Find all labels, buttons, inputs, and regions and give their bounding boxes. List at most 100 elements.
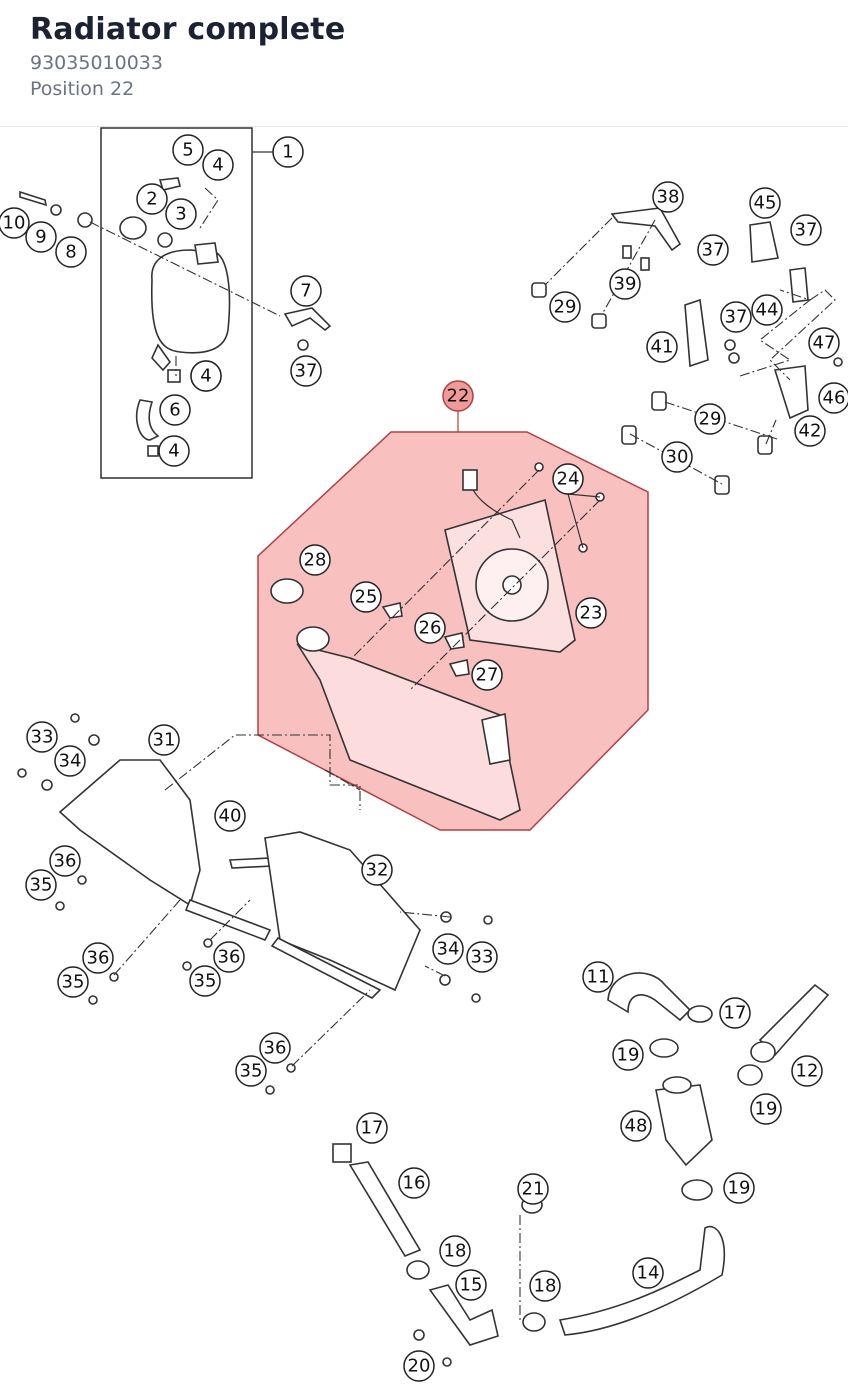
callout-circle[interactable] xyxy=(575,597,607,629)
callout-circle[interactable] xyxy=(158,435,190,467)
callout-circle[interactable] xyxy=(165,198,197,230)
callout-circle[interactable] xyxy=(159,394,191,426)
callout-circle[interactable] xyxy=(350,581,382,613)
callout-34[interactable]: 34 xyxy=(432,933,464,965)
callout-circle[interactable] xyxy=(818,382,848,414)
callout-22-highlight[interactable] xyxy=(442,380,474,412)
callout-34[interactable]: 34 xyxy=(54,745,86,777)
callout-9[interactable]: 9 xyxy=(25,221,57,253)
callout-circle[interactable] xyxy=(661,441,693,473)
callout-18[interactable]: 18 xyxy=(439,1235,471,1267)
callout-circle[interactable] xyxy=(439,1235,471,1267)
callout-16[interactable]: 16 xyxy=(398,1167,430,1199)
callout-4[interactable]: 4 xyxy=(202,149,234,181)
callout-31[interactable]: 31 xyxy=(148,724,180,756)
callout-32[interactable]: 32 xyxy=(361,854,393,886)
callout-circle[interactable] xyxy=(750,1093,782,1125)
callout-19[interactable]: 19 xyxy=(750,1093,782,1125)
callout-circle[interactable] xyxy=(82,942,114,974)
callout-24[interactable]: 24 xyxy=(552,463,584,495)
callout-circle[interactable] xyxy=(517,1173,549,1205)
callout-circle[interactable] xyxy=(791,1055,823,1087)
callout-14[interactable]: 14 xyxy=(632,1257,664,1289)
callout-8[interactable]: 8 xyxy=(55,236,87,268)
callout-19[interactable]: 19 xyxy=(612,1039,644,1071)
callout-circle[interactable] xyxy=(235,1055,267,1087)
callout-37[interactable]: 37 xyxy=(290,355,322,387)
callout-18[interactable]: 18 xyxy=(529,1270,561,1302)
callout-circle[interactable] xyxy=(646,331,678,363)
callout-circle[interactable] xyxy=(552,463,584,495)
callout-circle[interactable] xyxy=(272,136,304,168)
callout-circle[interactable] xyxy=(455,1269,487,1301)
callout-circle[interactable] xyxy=(0,207,30,239)
callout-circle[interactable] xyxy=(26,721,58,753)
callout-44[interactable]: 44 xyxy=(751,294,783,326)
callout-circle[interactable] xyxy=(25,221,57,253)
callout-circle[interactable] xyxy=(290,275,322,307)
callout-circle[interactable] xyxy=(720,301,752,333)
callout-35[interactable]: 35 xyxy=(235,1055,267,1087)
callout-29[interactable]: 29 xyxy=(549,291,581,323)
callout-47[interactable]: 47 xyxy=(808,327,840,359)
callout-6[interactable]: 6 xyxy=(159,394,191,426)
callout-circle[interactable] xyxy=(529,1270,561,1302)
callout-circle[interactable] xyxy=(190,360,222,392)
callout-circle[interactable] xyxy=(751,294,783,326)
callout-27[interactable]: 27 xyxy=(471,659,503,691)
callout-circle[interactable] xyxy=(25,869,57,901)
callout-circle[interactable] xyxy=(202,149,234,181)
callout-40[interactable]: 40 xyxy=(214,800,246,832)
callout-7[interactable]: 7 xyxy=(290,275,322,307)
callout-circle[interactable] xyxy=(790,214,822,246)
callout-circle[interactable] xyxy=(632,1257,664,1289)
callout-38[interactable]: 38 xyxy=(652,181,684,213)
callout-circle[interactable] xyxy=(54,745,86,777)
callout-circle[interactable] xyxy=(299,544,331,576)
callout-11[interactable]: 11 xyxy=(582,961,614,993)
callout-2[interactable]: 2 xyxy=(136,183,168,215)
callout-37[interactable]: 37 xyxy=(697,234,729,266)
callout-circle[interactable] xyxy=(808,327,840,359)
callout-1[interactable]: 1 xyxy=(272,136,304,168)
callout-26[interactable]: 26 xyxy=(414,612,446,644)
callout-circle[interactable] xyxy=(652,181,684,213)
callout-circle[interactable] xyxy=(466,941,498,973)
callout-circle[interactable] xyxy=(136,183,168,215)
callout-36[interactable]: 36 xyxy=(82,942,114,974)
callout-17[interactable]: 17 xyxy=(719,997,751,1029)
radiator-assembly-highlight[interactable] xyxy=(257,380,649,831)
callout-circle[interactable] xyxy=(57,966,89,998)
callout-42[interactable]: 42 xyxy=(794,415,826,447)
callout-circle[interactable] xyxy=(361,854,393,886)
callout-36[interactable]: 36 xyxy=(49,845,81,877)
callout-circle[interactable] xyxy=(356,1112,388,1144)
callout-21[interactable]: 21 xyxy=(517,1173,549,1205)
callout-46[interactable]: 46 xyxy=(818,382,848,414)
callout-15[interactable]: 15 xyxy=(455,1269,487,1301)
callout-33[interactable]: 33 xyxy=(466,941,498,973)
callout-circle[interactable] xyxy=(620,1110,652,1142)
callout-circle[interactable] xyxy=(612,1039,644,1071)
callout-circle[interactable] xyxy=(55,236,87,268)
callout-circle[interactable] xyxy=(697,234,729,266)
callout-4[interactable]: 4 xyxy=(190,360,222,392)
callout-4[interactable]: 4 xyxy=(158,435,190,467)
callout-23[interactable]: 23 xyxy=(575,597,607,629)
callout-5[interactable]: 5 xyxy=(172,134,204,166)
callout-37[interactable]: 37 xyxy=(790,214,822,246)
callout-36[interactable]: 36 xyxy=(259,1032,291,1064)
callout-circle[interactable] xyxy=(471,659,503,691)
callout-45[interactable]: 45 xyxy=(749,187,781,219)
callout-circle[interactable] xyxy=(749,187,781,219)
callout-33[interactable]: 33 xyxy=(26,721,58,753)
callout-circle[interactable] xyxy=(794,415,826,447)
callout-29[interactable]: 29 xyxy=(694,403,726,435)
callout-20[interactable]: 20 xyxy=(403,1350,435,1382)
callout-19[interactable]: 19 xyxy=(723,1172,755,1204)
callout-36[interactable]: 36 xyxy=(213,941,245,973)
callout-circle[interactable] xyxy=(723,1172,755,1204)
callout-circle[interactable] xyxy=(49,845,81,877)
callout-circle[interactable] xyxy=(214,800,246,832)
callout-circle[interactable] xyxy=(189,965,221,997)
